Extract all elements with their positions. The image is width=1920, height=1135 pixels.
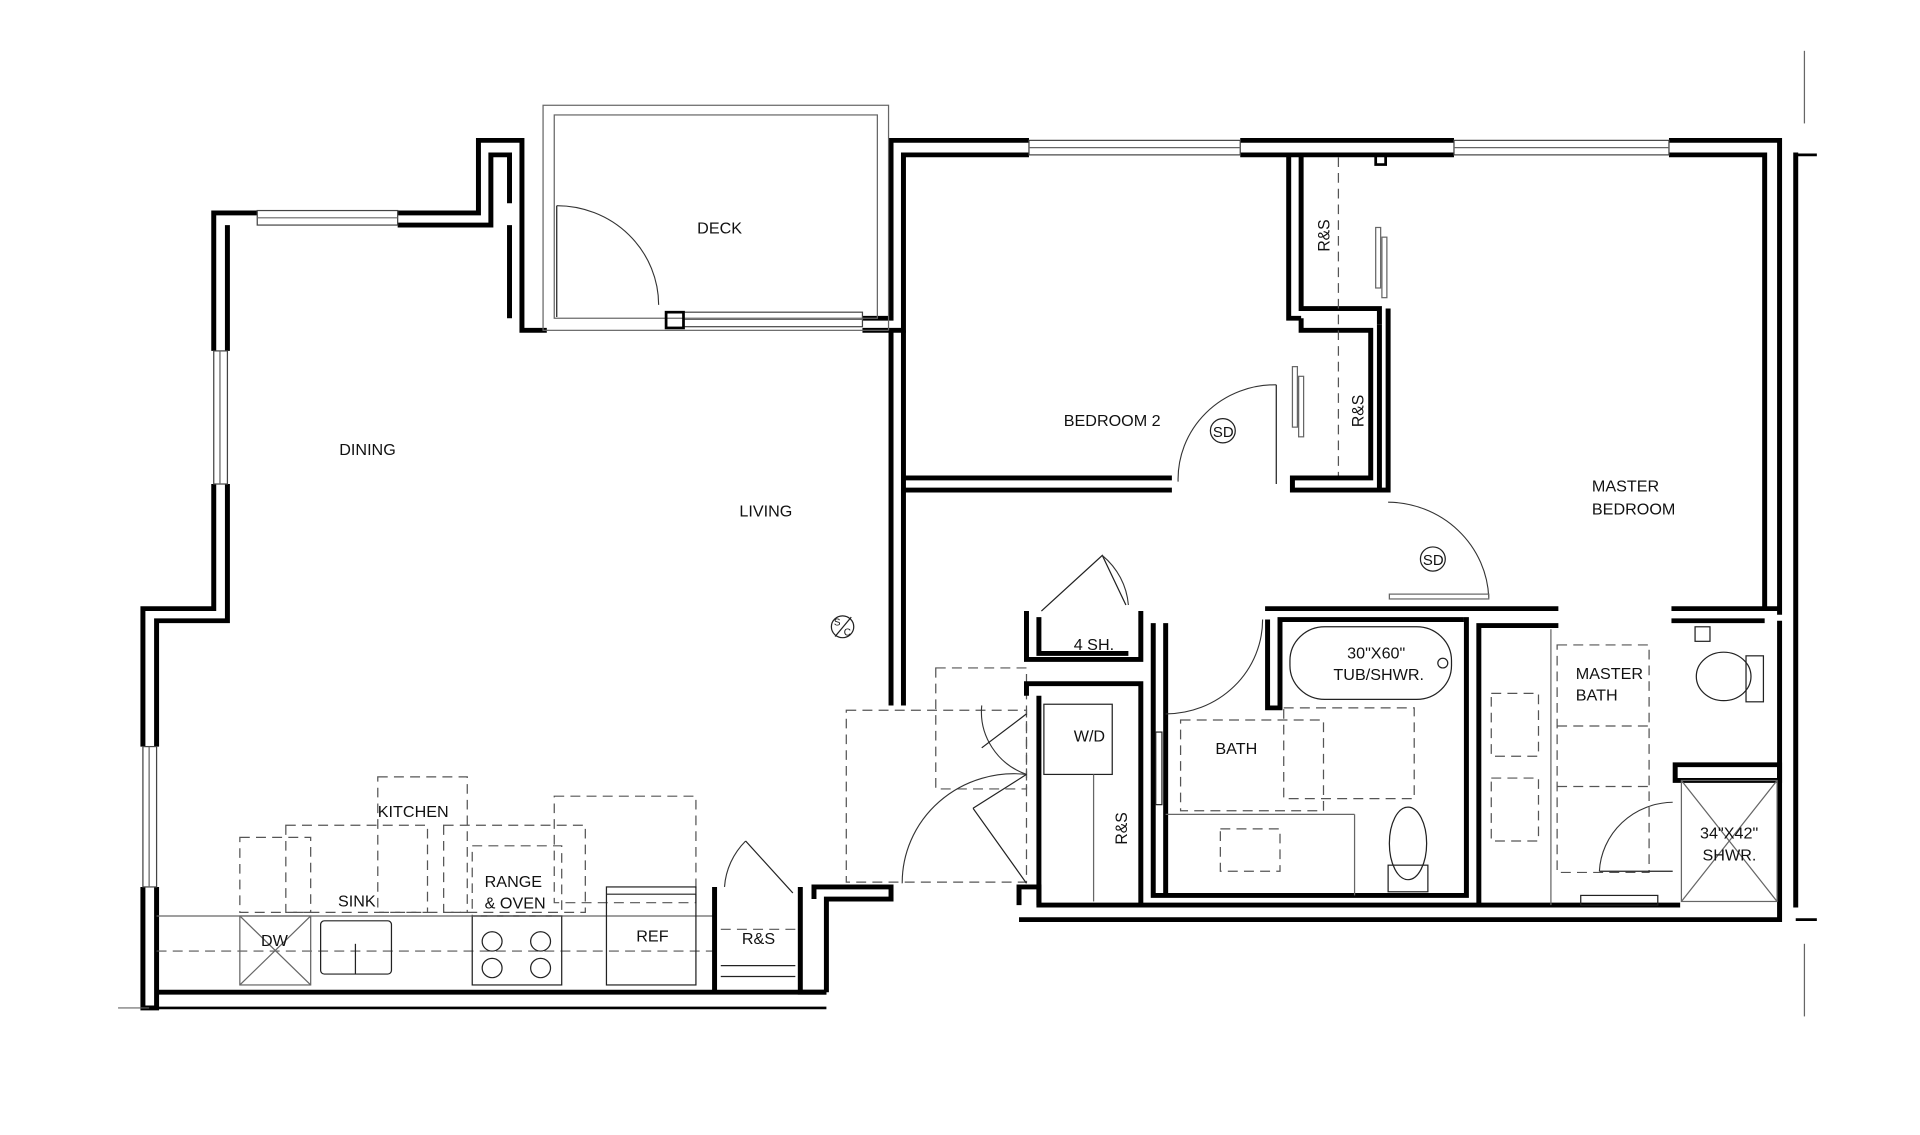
exterior-walls [140,137,1817,1011]
range-label-line1: RANGE [485,874,542,891]
washer-dryer-label: W/D [1074,729,1105,746]
tub-label-line1: 30"X60" [1347,645,1405,662]
room-label-master-bath-line2: BATH [1576,688,1618,705]
bath: 30"X60" TUB/SHWR. BATH [1150,606,1559,898]
room-label-kitchen: KITCHEN [378,804,449,821]
master-bath: MASTER BATH 34"X42" SHWR. [1476,606,1783,906]
master-closet-label: R&S [1317,219,1334,251]
room-label-dining: DINING [339,442,396,459]
shower-label-line2: SHWR. [1703,847,1757,864]
laundry: 4 SH. W/D R&S [901,554,1144,906]
windows [142,139,1670,888]
reference-lines [118,50,1806,1017]
room-label-deck: DECK [697,221,742,238]
deck: DECK [542,104,890,331]
room-label-master-bath-line1: MASTER [1576,666,1643,683]
sink-label: SINK [338,893,376,910]
bedroom-2: BEDROOM 2 SD R&S R&S [903,153,1391,493]
tub-label-line2: TUB/SHWR. [1333,667,1424,684]
dishwasher-label: DW [261,933,288,950]
smoke-detector-2: SD [1423,553,1444,569]
room-label-master-line1: MASTER [1592,478,1659,495]
room-label-master-line2: BEDROOM [1592,501,1675,518]
shower-label-line1: 34"X42" [1700,826,1758,843]
refrigerator-label: REF [636,929,669,946]
bedroom2-closet-label: R&S [1350,395,1367,427]
shelves-label: 4 SH. [1074,637,1114,654]
range-label-line2: & OVEN [485,896,546,913]
sc-symbol-bottom: C [844,627,851,638]
room-label-bath: BATH [1215,741,1257,758]
kitchen: KITCHEN DW SINK RANGE & OVEN REF R&S [156,667,1028,995]
pantry-label: R&S [742,931,775,948]
room-label-bedroom-2: BEDROOM 2 [1064,413,1161,430]
master-bedroom: MASTER BEDROOM SD [1388,478,1675,600]
laundry-closet-label: R&S [1114,812,1131,844]
dining-living: DINING LIVING S C [339,330,906,706]
sc-symbol-top: S [834,618,841,629]
smoke-detector-1: SD [1213,425,1234,441]
room-label-living: LIVING [739,504,792,521]
